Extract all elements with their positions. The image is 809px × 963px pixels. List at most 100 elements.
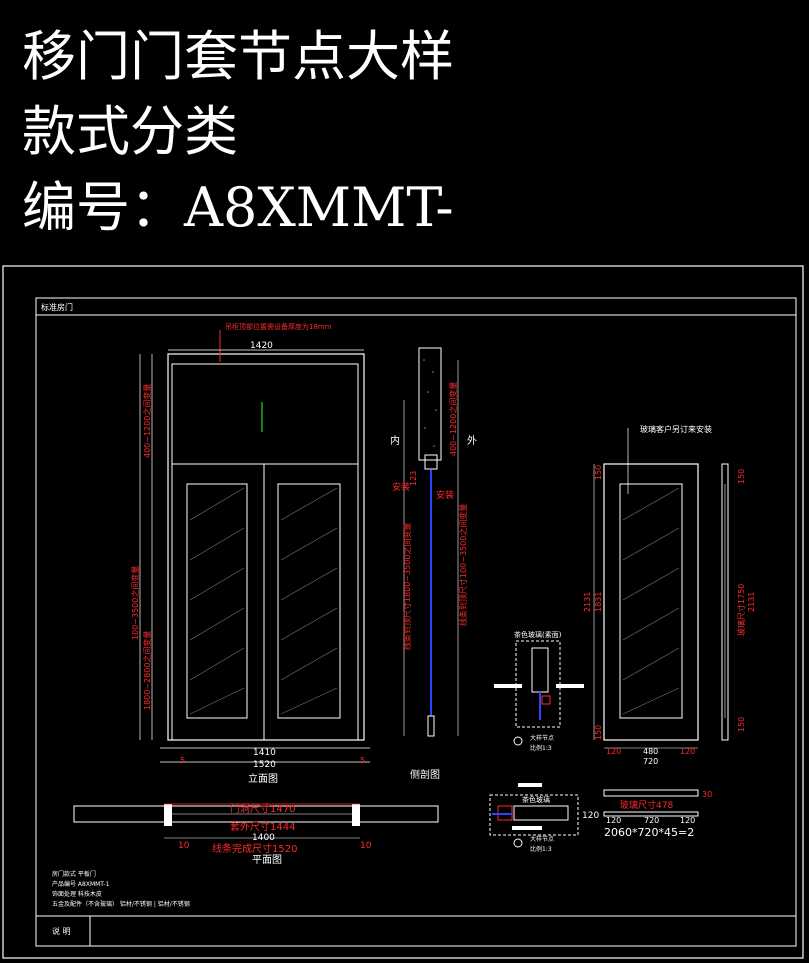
label-outside: 外	[467, 435, 477, 447]
glass-right	[277, 483, 341, 719]
section-bracket	[424, 454, 438, 470]
glass-hatch-left	[189, 487, 245, 715]
install-right: 安装	[436, 489, 454, 501]
panel-dim-bottom-b: 480	[643, 747, 658, 756]
node2-bar-bottom	[512, 826, 542, 830]
annotation-top: 吊柜顶部位置需设备厚度为18mm	[225, 322, 332, 331]
dim-left-upper: 400~1200之间变量	[142, 384, 152, 458]
panel-outer	[603, 463, 699, 741]
glass-total: 720	[644, 816, 659, 825]
panel-profile	[721, 463, 729, 741]
plan-dim-cover: 套外尺寸1444	[230, 820, 295, 833]
plan-jamb-right	[352, 804, 360, 826]
plan-dim-opening: 门洞尺寸1470	[230, 802, 295, 815]
node-detail-2: 茶色玻璃 120 大样节点 比例1:3	[489, 783, 599, 853]
plan-label: 平面图	[252, 854, 282, 866]
node1-label: 大样节点	[530, 734, 554, 742]
panel-dim-bottom-c: 120	[680, 747, 695, 756]
door-frame-outer	[167, 353, 365, 741]
label-inside: 内	[390, 434, 400, 447]
node2-dim: 120	[582, 811, 599, 821]
section-speckle	[423, 359, 437, 447]
dim-bottom-outer: 1520	[253, 760, 276, 770]
node1-scale: 比例1:3	[530, 744, 552, 752]
panel-dim-left-c: 1831	[594, 592, 603, 612]
panel-glass	[619, 483, 683, 719]
panel-dim-right-c: 2131	[747, 592, 756, 612]
node1-title: 茶色玻璃(素面)	[514, 630, 562, 639]
panel-dim-left-b: 2131	[583, 592, 592, 612]
section-top-block	[418, 347, 442, 461]
dim-bottom-inner: 1410	[253, 748, 276, 758]
node2-label: 大样节点	[530, 835, 554, 843]
sheet-frame	[35, 297, 797, 947]
elevation-label: 立面图	[248, 772, 278, 785]
node1-bar-left	[494, 684, 522, 688]
title-line-1: 移门门套节点大样	[22, 25, 454, 88]
title-line-2: 款式分类	[22, 100, 238, 163]
footer-label: 说 明	[52, 926, 71, 936]
glass-left	[186, 483, 248, 719]
sheet-title: 标准房门	[41, 302, 73, 312]
panel-dim-bottom-total: 720	[643, 757, 658, 766]
section-dim-top: 400~1200之间变量	[448, 382, 458, 456]
plan-dim-right: 10	[360, 841, 372, 851]
panel-annotation: 玻璃客户另订来安装	[640, 424, 712, 434]
node2-glass	[513, 805, 569, 821]
dim-left-lower: 1800~2800之间变量	[142, 631, 152, 710]
section-bottom-cap	[427, 715, 435, 737]
plan-dim-finish: 线条完成尺寸1520	[212, 842, 297, 855]
panel-glass-hatch	[622, 487, 680, 715]
panel-dim-right-a: 150	[737, 469, 746, 484]
dim-side-right: 5	[360, 756, 365, 765]
panel-dim-left-d: 150	[594, 725, 603, 740]
node1-bar-right	[556, 684, 584, 688]
section-dim-small: 123	[409, 471, 418, 486]
node2-bar-top	[518, 783, 542, 787]
plan-dim-bottom: 1400	[252, 833, 275, 843]
note-line-4: 五金及配件（不含玻璃） 铝材/不锈钢 | 铝材/不锈钢	[52, 900, 190, 908]
panel-view: 玻璃客户另订来安装 150 2131 1831 150 120 480 120 …	[583, 424, 756, 839]
dim-top: 1420	[250, 341, 273, 351]
plan-view: 门洞尺寸1470 套外尺寸1444 1400 线条完成尺寸1520 10 10 …	[73, 802, 439, 866]
glass-dim: 玻璃尺寸478	[620, 799, 673, 811]
notes-block: 房门款式 平板门 产品编号 A8XMMT-1 饰面处理 科技木皮 五金及配件（不…	[52, 870, 190, 908]
section-label: 侧剖图	[410, 768, 440, 781]
panel-dim-right-b: 玻璃尺寸1750	[736, 584, 746, 636]
node2-scale: 比例1:3	[530, 845, 552, 853]
plan-jamb-left	[164, 804, 172, 826]
door-leaf-right	[263, 463, 359, 741]
glass-side: 30	[702, 790, 712, 799]
node1-box	[515, 640, 561, 728]
glass-strip-top	[603, 789, 699, 797]
node2-box	[489, 794, 579, 836]
dim-side-left: 5	[180, 756, 185, 765]
door-leaf-left	[171, 463, 265, 741]
panel-dim-left-a: 150	[594, 465, 603, 480]
glass-hatch-right	[280, 487, 338, 715]
panel-dim-right-d: 150	[737, 717, 746, 732]
section-dim-right-long: 线条到顶尺寸100~3500之间变量	[458, 504, 468, 626]
plan-wall	[73, 805, 439, 823]
node2-title: 茶色玻璃	[522, 795, 550, 804]
panel-dim-bottom-a: 120	[606, 747, 621, 756]
note-line-2: 产品编号 A8XMMT-1	[52, 880, 110, 888]
door-frame-inner	[171, 363, 359, 741]
glass-dim-left: 120	[606, 816, 621, 825]
elevation-view: 吊柜顶部位置需设备厚度为18mm 1420 400~1200之间变量 100~3…	[130, 322, 370, 785]
dim-left-total: 100~3500之间变量	[130, 566, 140, 640]
title-line-3: 编号：A8XMMT-	[22, 176, 454, 239]
node1-glass	[531, 647, 549, 693]
section-view: 内 外 400~1200之间变量 123 安装 安装 线条到顶尺寸1800~35…	[390, 347, 477, 781]
panel-spec: 2060*720*45=2	[604, 826, 694, 839]
glass-dim-right: 120	[680, 816, 695, 825]
plan-dim-left: 10	[178, 841, 190, 851]
glass-strip-bottom	[603, 811, 699, 817]
node-detail-1: 茶色玻璃(素面) 大样节点 比例1:3	[494, 630, 584, 752]
outer-frame	[2, 265, 804, 959]
note-line-3: 饰面处理 科技木皮	[52, 890, 102, 898]
note-line-1: 房门款式 平板门	[52, 870, 96, 878]
install-left: 安装	[392, 481, 410, 493]
section-dim-left-long: 线条到顶尺寸1800~3500之间变量	[402, 523, 412, 650]
